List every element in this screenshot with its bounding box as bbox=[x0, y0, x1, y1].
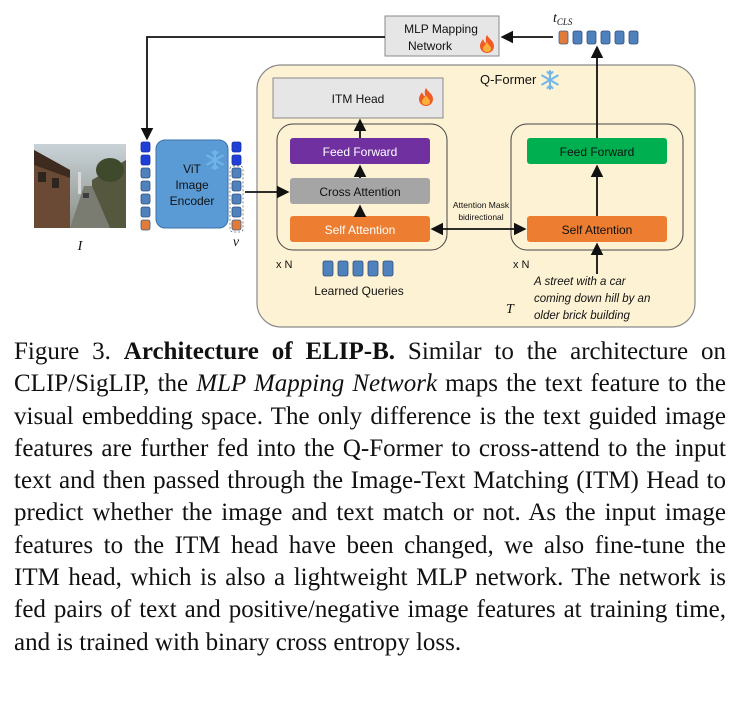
token bbox=[140, 154, 151, 166]
token bbox=[140, 193, 151, 205]
feed-forward-right-label: Feed Forward bbox=[560, 145, 635, 159]
token bbox=[586, 30, 597, 45]
architecture-diagram: Q-Former MLP Mapping Network tCLS ITM He… bbox=[34, 11, 696, 328]
token bbox=[382, 260, 394, 277]
right-repeat-label: x N bbox=[513, 259, 530, 271]
cross-attention-label: Cross Attention bbox=[319, 185, 400, 199]
figure-caption: Figure 3. Architecture of ELIP-B. Simila… bbox=[14, 336, 726, 659]
caption-bold-title: Architecture of ELIP-B. bbox=[123, 338, 396, 365]
learned-queries-label: Learned Queries bbox=[314, 284, 403, 298]
text-input-line-1: A street with a car bbox=[533, 276, 627, 288]
text-input-line-3: older brick building bbox=[534, 310, 630, 322]
token bbox=[614, 30, 625, 45]
token bbox=[231, 154, 242, 166]
self-attention-left bbox=[290, 216, 430, 242]
token-dashed-frame bbox=[229, 165, 244, 233]
attention-mask-label-2: bidirectional bbox=[458, 212, 503, 222]
token bbox=[628, 30, 639, 45]
feed-forward-left bbox=[290, 138, 430, 164]
v-tokens bbox=[229, 141, 244, 233]
attention-mask-label-1: Attention Mask bbox=[453, 200, 510, 210]
vit-label-1: ViT bbox=[183, 162, 201, 176]
caption-text-2: maps the text feature to the visual embe… bbox=[14, 370, 726, 656]
self-attention-right bbox=[527, 216, 667, 242]
mlp-mapping-label-1: MLP Mapping bbox=[404, 22, 478, 36]
feed-forward-right bbox=[527, 138, 667, 164]
vit-label-3: Encoder bbox=[170, 194, 215, 208]
token bbox=[140, 180, 151, 192]
t-cls-label: tCLS bbox=[553, 11, 573, 27]
arrow-mlp-to-image-tokens bbox=[140, 36, 385, 141]
token bbox=[231, 219, 242, 231]
t-label: T bbox=[506, 302, 515, 317]
token bbox=[140, 206, 151, 218]
token bbox=[322, 260, 334, 277]
mlp-mapping-label-2: Network bbox=[408, 39, 453, 53]
left-repeat-label: x N bbox=[276, 259, 293, 271]
token bbox=[600, 30, 611, 45]
mlp-mapping-network-box bbox=[384, 15, 500, 57]
token bbox=[231, 206, 242, 218]
token bbox=[352, 260, 364, 277]
text-input-line-2: coming down hill by an bbox=[534, 293, 650, 305]
image-label: I bbox=[77, 239, 84, 254]
token bbox=[140, 167, 151, 179]
caption-italic-term: MLP Mapping Network bbox=[196, 370, 438, 398]
token bbox=[231, 193, 242, 205]
caption-text-1: Similar to the architecture on CLIP/SigL… bbox=[14, 338, 726, 398]
itm-head-box bbox=[272, 77, 444, 119]
v-label: v bbox=[233, 235, 240, 250]
input-image bbox=[34, 144, 126, 228]
feed-forward-left-label: Feed Forward bbox=[323, 145, 398, 159]
token bbox=[231, 141, 242, 153]
cross-attention-block bbox=[290, 178, 430, 204]
token bbox=[140, 219, 151, 231]
self-attention-left-label: Self Attention bbox=[325, 223, 396, 237]
qformer-container bbox=[256, 64, 696, 328]
t-cls-tokens bbox=[558, 30, 639, 45]
vit-label-2: Image bbox=[175, 178, 209, 192]
token bbox=[367, 260, 379, 277]
qformer-label: Q-Former bbox=[480, 72, 537, 87]
self-attention-right-label: Self Attention bbox=[562, 223, 633, 237]
learned-query-tokens bbox=[322, 260, 394, 277]
token bbox=[231, 167, 242, 179]
image-tokens bbox=[140, 141, 151, 231]
token bbox=[558, 30, 569, 45]
token bbox=[231, 180, 242, 192]
caption-prefix: Figure 3. bbox=[14, 338, 124, 365]
token bbox=[572, 30, 583, 45]
itm-head-label: ITM Head bbox=[332, 92, 385, 106]
token bbox=[140, 141, 151, 153]
token bbox=[337, 260, 349, 277]
